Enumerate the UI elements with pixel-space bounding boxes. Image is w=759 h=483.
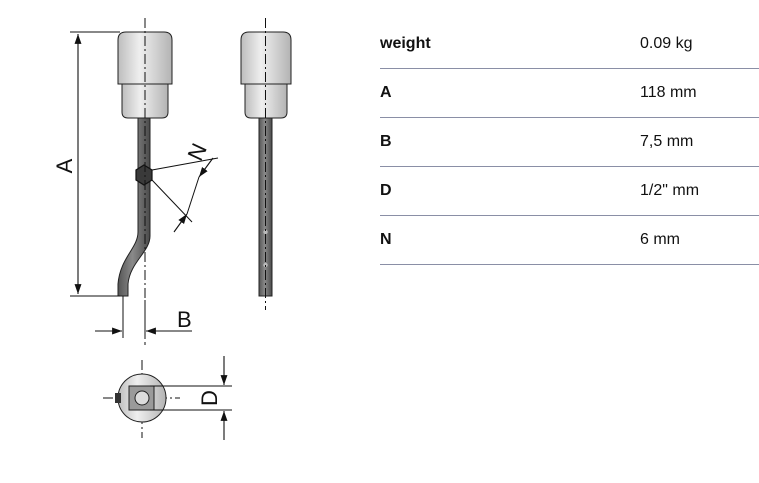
dimension-n-label: N — [183, 139, 212, 164]
front-view — [240, 18, 292, 310]
dimension-d-label: D — [197, 390, 222, 406]
specifications-table: weight 0.09 kg A 118 mm B 7,5 mm D 1/2" … — [380, 20, 759, 265]
spec-row-weight: weight 0.09 kg — [380, 20, 759, 69]
spec-label: D — [380, 166, 640, 216]
spec-label: B — [380, 117, 640, 167]
technical-drawing: A N B D — [52, 18, 292, 440]
spec-value: 1/2" mm — [640, 166, 759, 216]
spec-value: 118 mm — [640, 68, 759, 118]
spec-value: 0.09 kg — [640, 20, 759, 69]
side-view — [117, 18, 173, 345]
dimension-b: B — [95, 296, 192, 338]
spec-label: weight — [380, 20, 640, 69]
spec-label: N — [380, 215, 640, 265]
dimension-a-label: A — [52, 158, 77, 173]
spec-row-a: A 118 mm — [380, 68, 759, 118]
bent-shaft — [117, 115, 151, 297]
dimension-n: N — [151, 139, 219, 233]
spec-row-n: N 6 mm — [380, 215, 759, 265]
hex-profile — [135, 164, 153, 186]
dimension-b-label: B — [177, 307, 192, 332]
spec-value: 7,5 mm — [640, 117, 759, 167]
spec-row-d: D 1/2" mm — [380, 166, 759, 216]
dimension-a: A — [52, 31, 120, 297]
spec-row-b: B 7,5 mm — [380, 117, 759, 167]
spec-value: 6 mm — [640, 215, 759, 265]
spec-label: A — [380, 68, 640, 118]
dimension-d: D — [150, 356, 232, 440]
bottom-view — [103, 360, 180, 438]
